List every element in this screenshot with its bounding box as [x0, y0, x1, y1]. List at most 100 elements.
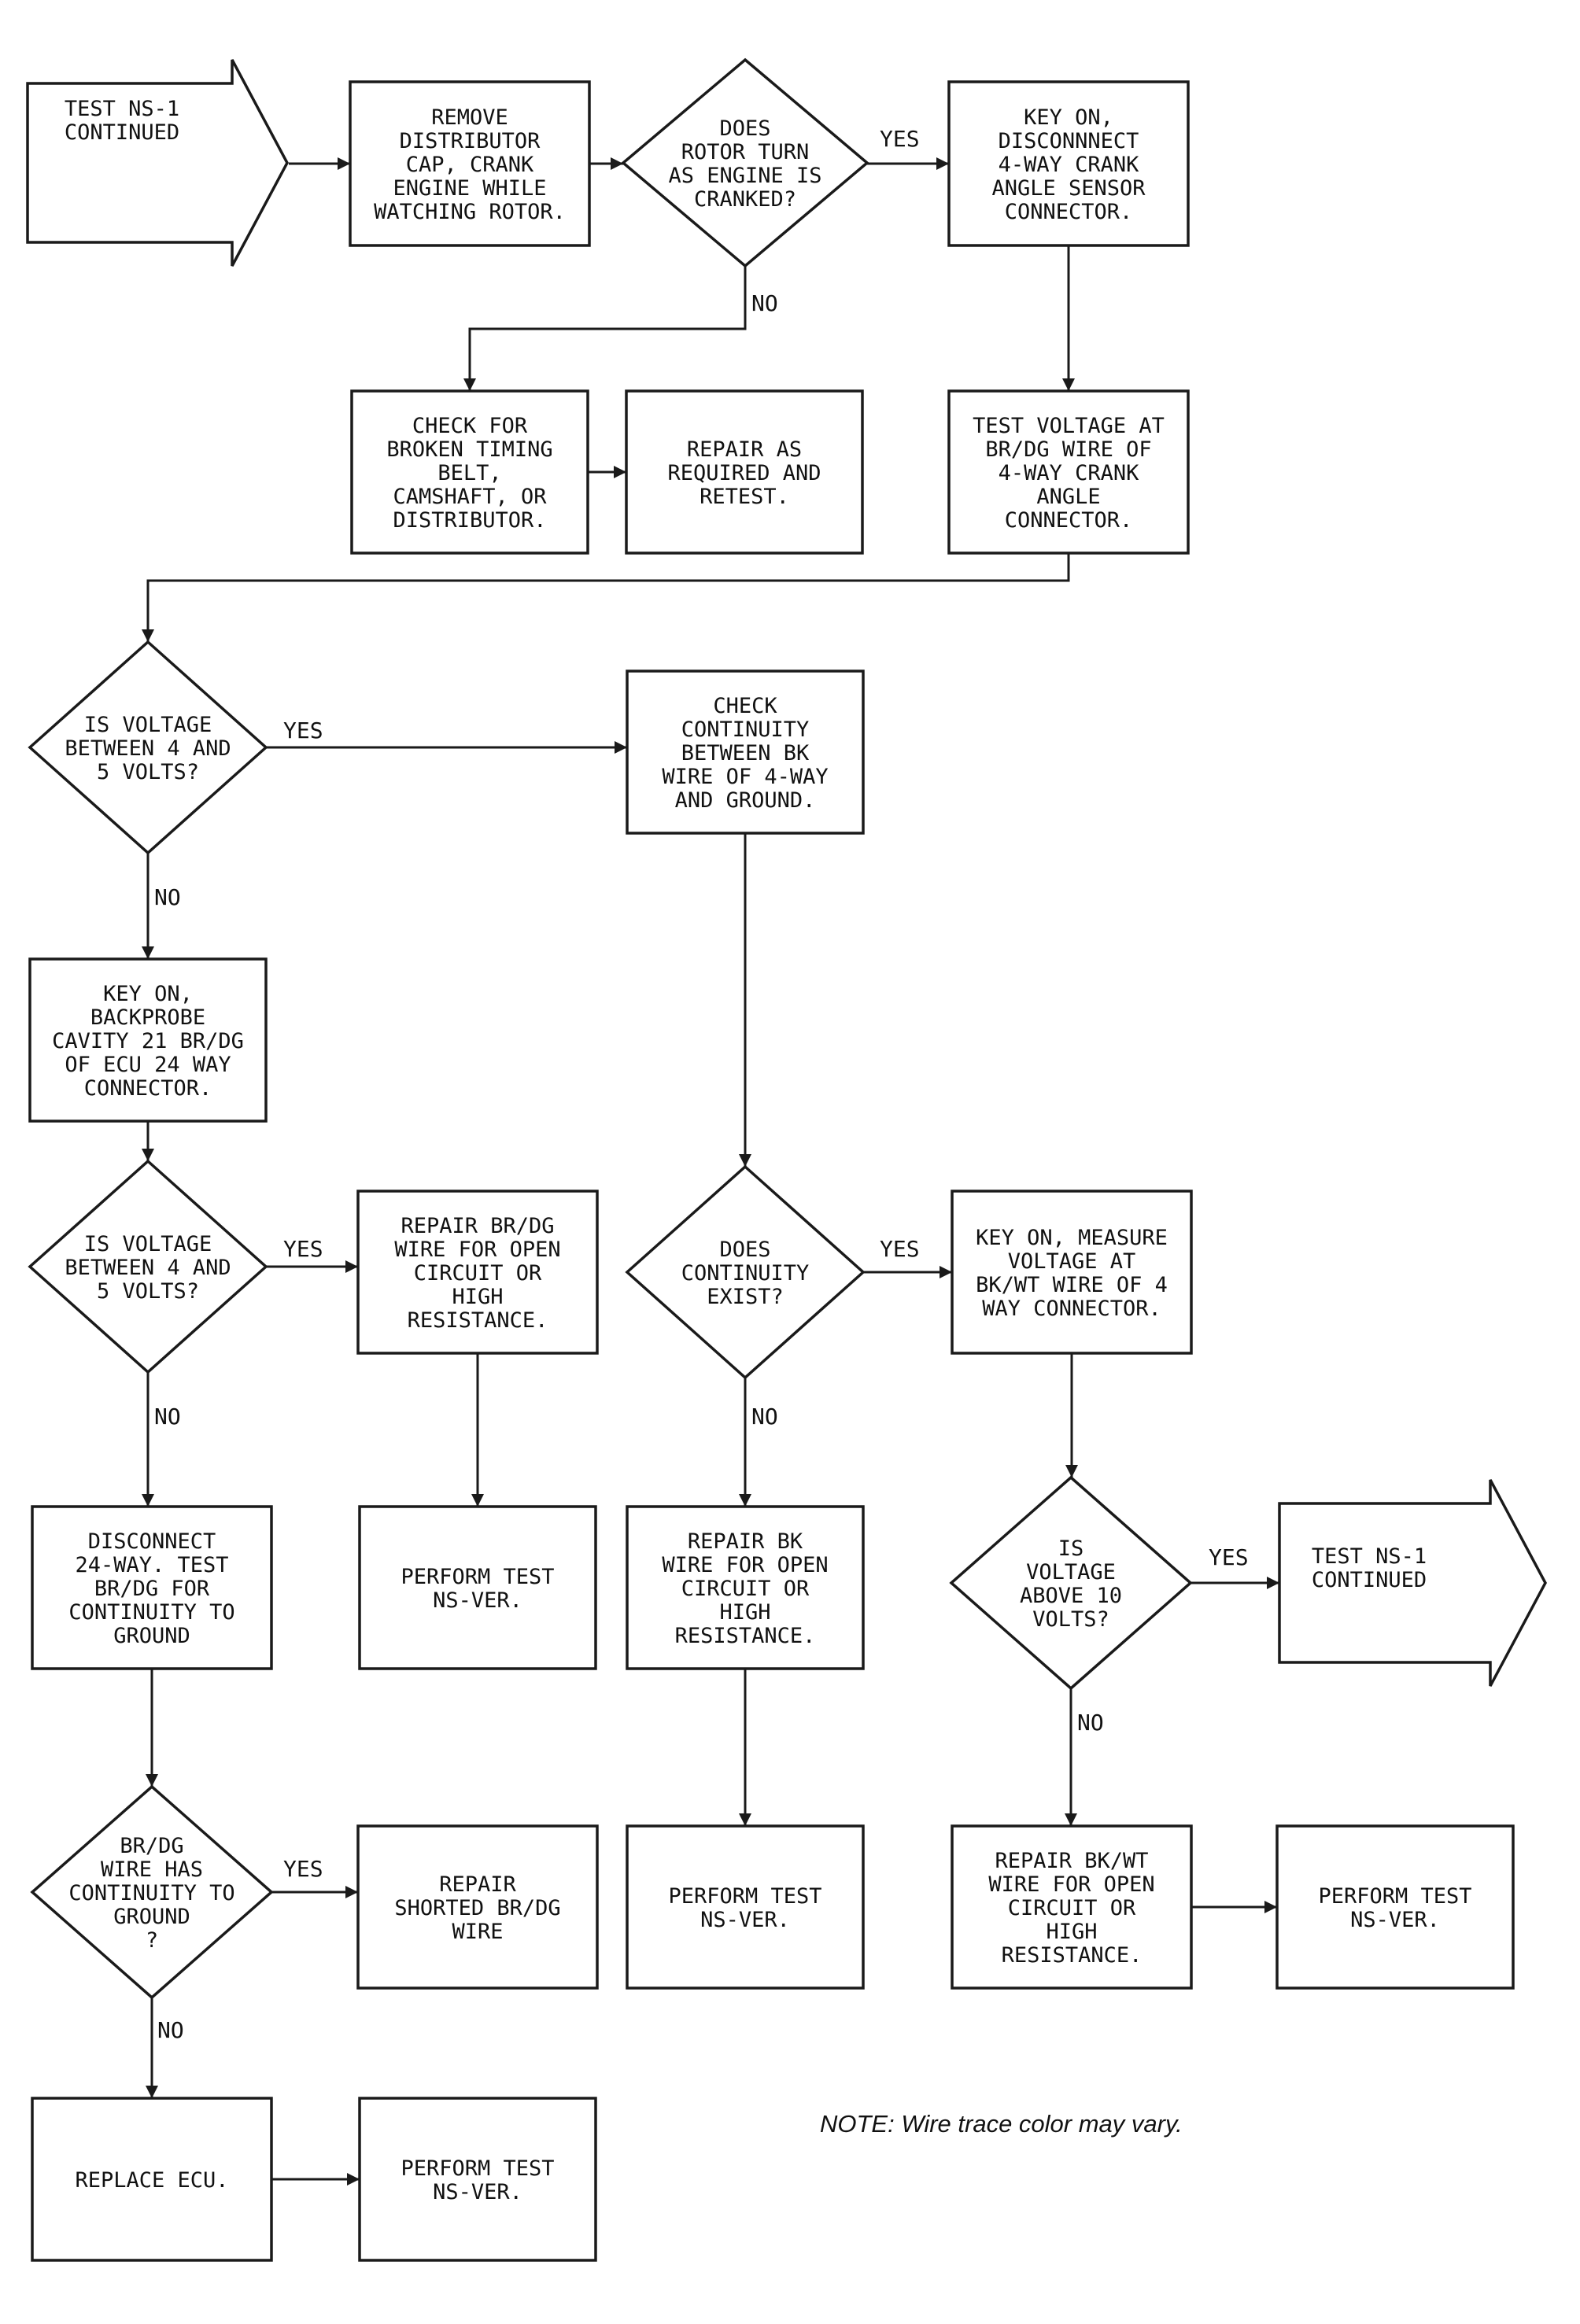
process-box: [625, 389, 864, 555]
node-text-line: RESISTANCE.: [408, 1308, 548, 1333]
node-text-line: REPAIR BK/WT: [995, 1849, 1148, 1873]
node-text-line: REPAIR BK: [688, 1529, 803, 1554]
process-box: [31, 2097, 273, 2262]
node-text-line: ANGLE: [1036, 485, 1100, 509]
edge-label-no: NO: [154, 1404, 181, 1429]
node-text-line: VOLTAGE AT: [1008, 1249, 1136, 1274]
node-text-line: DISTRIBUTOR.: [393, 508, 546, 533]
edge-label-yes: YES: [880, 126, 920, 152]
node-text-line: CHECK FOR: [412, 414, 528, 438]
node-text-line: PERFORM TEST: [668, 1884, 821, 1909]
node-text-line: WIRE FOR OPEN: [988, 1872, 1154, 1897]
edge-label-yes: YES: [283, 1856, 323, 1882]
node-text-line: WIRE FOR OPEN: [394, 1238, 560, 1262]
edge-label-no: NO: [1077, 1710, 1104, 1736]
node-text-line: AND GROUND.: [675, 788, 816, 813]
process-box: [951, 1190, 1193, 1355]
node-text-line: HIGH: [719, 1600, 770, 1625]
node-text-line: WIRE HAS: [101, 1857, 203, 1882]
node-text-line: ANGLE SENSOR: [991, 176, 1146, 201]
node-text-line: BELT,: [437, 461, 501, 485]
node-text-line: ABOVE 10: [1020, 1584, 1122, 1608]
node-text-line: SHORTED BR/DG: [394, 1896, 560, 1920]
node-text-line: NS-VER.: [433, 2180, 522, 2204]
node-text-line: BETWEEN 4 AND: [65, 736, 231, 761]
node-text-line: DISCONNECT: [88, 1529, 216, 1554]
node-text-line: GROUND: [113, 1624, 190, 1648]
node-text-line: IS VOLTAGE: [84, 1232, 212, 1256]
node-text-line: ?: [146, 1928, 158, 1953]
decision-diamond: [625, 1164, 866, 1380]
node-text-line: IS: [1058, 1536, 1084, 1561]
node-text-line: ROTOR TURN: [681, 140, 810, 164]
terminal-arrow: [26, 59, 289, 267]
node-text-line: KEY ON,: [103, 982, 193, 1006]
process-box: [350, 389, 589, 555]
note-text: NOTE: Wire trace color may vary.: [820, 2110, 1183, 2138]
node-text-line: DOES: [719, 1238, 770, 1262]
process-box: [1275, 1824, 1515, 1990]
node-text-line: BETWEEN 4 AND: [65, 1256, 231, 1280]
node-text-line: WAY CONNECTOR.: [982, 1297, 1161, 1321]
edge-label-no: NO: [154, 884, 181, 910]
node-text-line: IS VOLTAGE: [84, 713, 212, 737]
node-text-line: BROKEN TIMING: [386, 437, 552, 462]
connectors: [142, 157, 1279, 2186]
edge-label-yes: YES: [283, 717, 323, 743]
node-text-line: 5 VOLTS?: [97, 1279, 199, 1304]
node-text-line: HIGH: [452, 1285, 503, 1309]
node-text-line: CONTINUED: [65, 120, 179, 145]
node-text-line: CRANKED?: [694, 187, 796, 212]
edge-label-yes: YES: [1209, 1544, 1249, 1570]
node-text-line: CONTINUITY: [681, 717, 810, 742]
edge-label-yes: YES: [283, 1236, 323, 1262]
node-text-line: CONNECTOR.: [1005, 200, 1133, 224]
node-text-line: REQUIRED AND: [667, 461, 821, 485]
node-text-line: BR/DG: [120, 1834, 183, 1858]
node-text-line: CONNECTOR.: [1005, 508, 1133, 533]
decision-diamond: [28, 1159, 268, 1374]
decision-diamond: [30, 1784, 274, 2000]
node-text-line: BR/DG FOR: [94, 1577, 210, 1601]
process-box: [358, 1505, 597, 1670]
process-box: [356, 1190, 599, 1355]
node-text-line: CONTINUITY: [681, 1261, 810, 1286]
node-text-line: CONTINUED: [1312, 1568, 1427, 1592]
node-text-line: TEST NS-1: [1312, 1544, 1427, 1569]
terminal-arrow: [1278, 1479, 1547, 1687]
process-box: [951, 1824, 1193, 1990]
node-text-line: CHECK: [713, 694, 777, 718]
node-text-line: EXIST?: [707, 1285, 784, 1309]
node-text-line: CONNECTOR.: [84, 1076, 212, 1101]
node-text-line: BR/DG WIRE OF: [985, 437, 1151, 462]
node-text-line: REPAIR: [439, 1872, 516, 1897]
edge-label-no: NO: [751, 1404, 778, 1429]
node-text-line: BACKPROBE: [90, 1005, 205, 1030]
node-text-line: NS-VER.: [433, 1588, 522, 1613]
connector-arrow: [463, 266, 747, 391]
node-text-line: GROUND: [113, 1905, 190, 1929]
decision-diamond: [949, 1475, 1193, 1691]
node-text-line: ENGINE WHILE: [393, 176, 546, 201]
node-text-line: DOES: [719, 116, 770, 141]
decision-diamond: [621, 57, 869, 268]
